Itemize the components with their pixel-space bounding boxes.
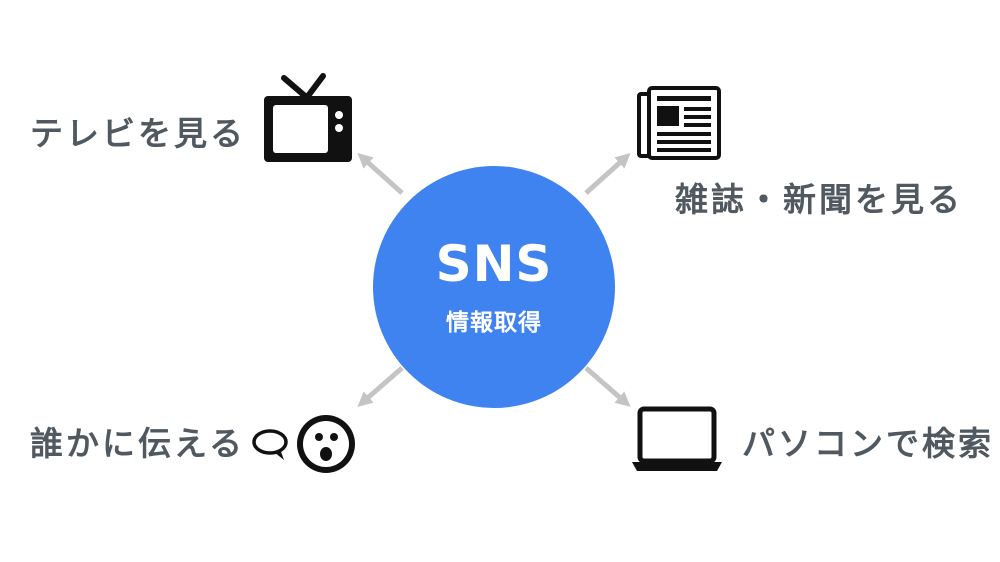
hub-title: SNS: [435, 235, 553, 293]
arrow-to-laptop: [584, 366, 631, 407]
sns-hub-circle: SNS 情報取得: [373, 166, 615, 408]
label-pc: パソコンで検索: [742, 424, 994, 463]
arrow-to-speech: [357, 366, 404, 407]
arrow-to-newspaper: [584, 152, 631, 195]
label-tv: テレビを見る: [30, 114, 246, 153]
laptop-icon: [632, 406, 722, 471]
arrow-to-tv: [357, 152, 404, 195]
hub-subtitle: 情報取得: [446, 310, 542, 336]
tv-icon: [264, 73, 352, 162]
speech-bubble-icon: [252, 415, 355, 473]
newspaper-icon: [637, 86, 721, 160]
label-magazine: 雑誌・新聞を見る: [675, 180, 963, 219]
label-tell: 誰かに伝える: [30, 424, 246, 463]
